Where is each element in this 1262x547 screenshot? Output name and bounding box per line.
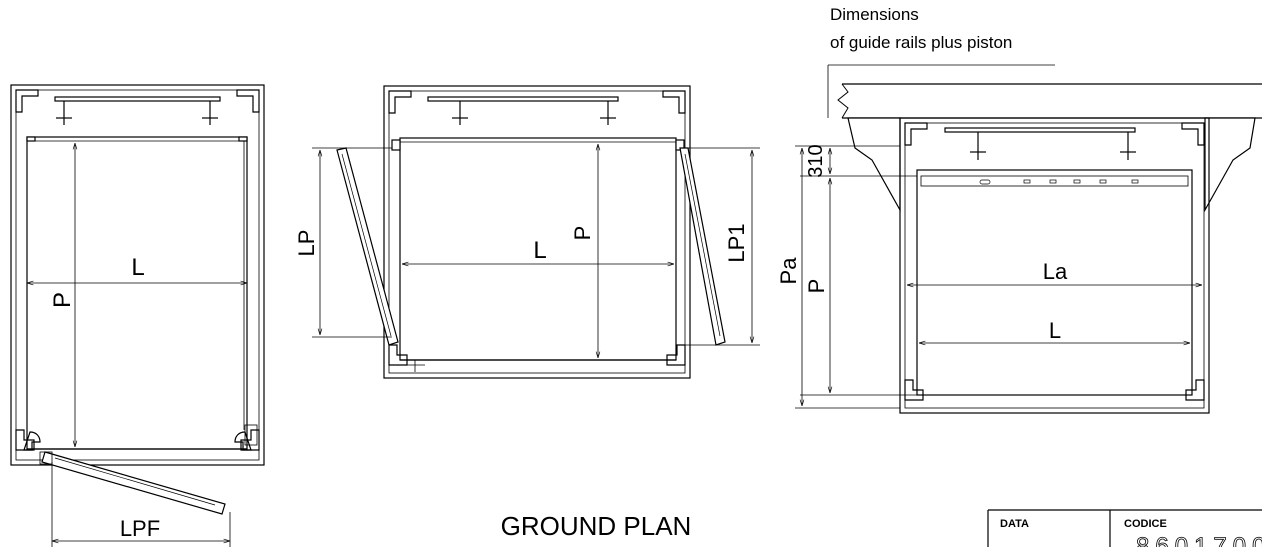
left-door-label: LPF bbox=[120, 516, 160, 541]
title-block-data-label: DATA bbox=[1000, 518, 1029, 530]
middle-shaft-inner bbox=[388, 90, 686, 374]
right-shaft bbox=[899, 117, 1210, 414]
right-left-haunch bbox=[847, 117, 901, 213]
left-shaft-inner bbox=[15, 89, 260, 461]
left-counterweight-frame bbox=[54, 96, 221, 102]
middle-depth-label: P bbox=[570, 226, 595, 241]
left-width-label: L bbox=[131, 254, 144, 281]
middle-shaft-outer bbox=[383, 85, 691, 379]
left-guide-bl-shoe bbox=[23, 431, 41, 451]
right-right-haunch bbox=[1204, 117, 1256, 213]
right-width-label: L bbox=[1049, 318, 1061, 343]
annotation-line-2: of guide rails plus piston bbox=[830, 33, 1012, 52]
left-plan bbox=[10, 84, 265, 547]
left-guide-br bbox=[240, 429, 260, 451]
left-depth-label: P bbox=[49, 292, 76, 308]
left-guide-bl bbox=[15, 429, 35, 451]
left-corner-guide-tl bbox=[15, 89, 39, 113]
title-block-code-value: 8601700 bbox=[1136, 533, 1262, 547]
right-outer-depth-label: Pa bbox=[776, 257, 801, 285]
middle-counterweight-frame bbox=[427, 96, 619, 102]
left-corner-guide-tr bbox=[236, 89, 260, 113]
middle-plan bbox=[312, 85, 760, 379]
left-door-leaf bbox=[41, 451, 226, 515]
right-door-sill bbox=[920, 175, 1189, 187]
title-block bbox=[987, 509, 1262, 547]
right-plan bbox=[795, 64, 1262, 414]
right-depth-label: P bbox=[804, 279, 829, 294]
right-outer-width-label: La bbox=[1043, 259, 1068, 284]
middle-left-door-leaf bbox=[336, 147, 399, 346]
right-top-dim-label: 310 bbox=[805, 144, 827, 177]
middle-door-left-label: LP bbox=[294, 230, 319, 257]
left-guide-br-shoe bbox=[234, 431, 252, 451]
middle-width-label: L bbox=[533, 237, 546, 264]
title-block-code-label: CODICE bbox=[1124, 518, 1167, 530]
page-title: GROUND PLAN bbox=[501, 511, 692, 541]
right-car bbox=[916, 169, 1193, 396]
middle-door-right-label: LP1 bbox=[724, 223, 749, 262]
left-shaft-outer bbox=[10, 84, 265, 466]
annotation-line-1: Dimensions bbox=[830, 5, 919, 24]
